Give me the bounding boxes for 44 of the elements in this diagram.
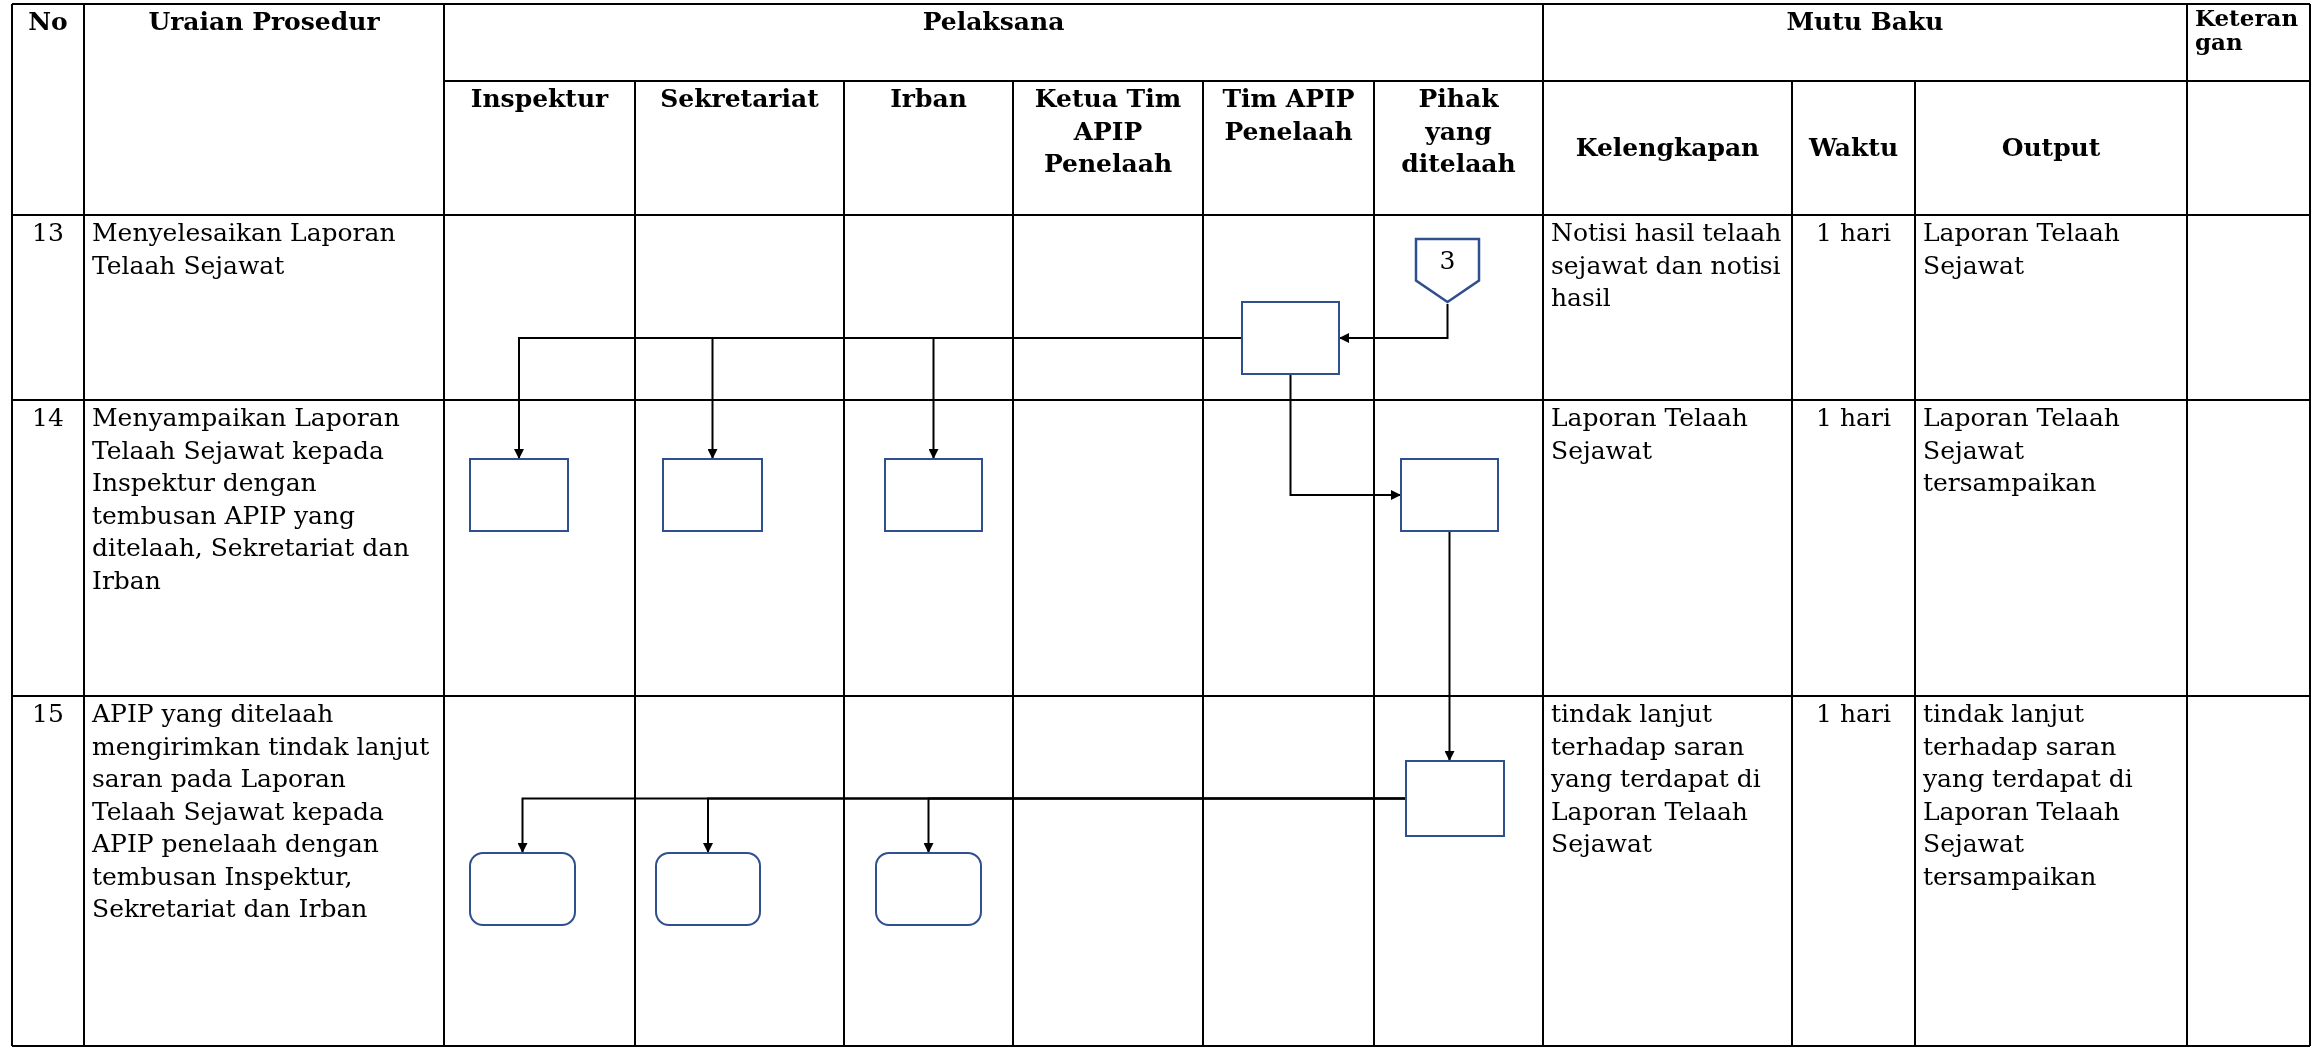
column-header: Irban <box>890 84 967 113</box>
column-header: Pihak yang ditelaah <box>1401 84 1516 178</box>
process-box <box>469 458 569 532</box>
cell-text: 1 hari <box>1816 403 1891 432</box>
column-header: Output <box>2001 131 2101 164</box>
cell-text: 1 hari <box>1816 218 1891 247</box>
row-number: 13 <box>32 218 64 247</box>
column-header: Keterangan <box>2195 6 2300 55</box>
column-header: No <box>28 7 68 36</box>
column-header: Waktu <box>1808 131 1899 164</box>
cell-text: tindak lanjut terhadap saran yang terdapat di Laporan Telaah Sejawat tersampaikan <box>1923 699 2133 891</box>
column-header: Pelaksana <box>922 7 1065 36</box>
column-header: Tim APIP Penelaah <box>1222 84 1355 146</box>
terminator-box <box>875 852 982 926</box>
cell-text: Laporan Telaah Sejawat tersampaikan <box>1923 403 2120 497</box>
row-number: 15 <box>32 699 64 728</box>
terminator-box <box>655 852 761 926</box>
arrow <box>1339 303 1449 343</box>
cell-text: 1 hari <box>1816 699 1891 728</box>
process-box <box>884 458 983 532</box>
column-header: Inspektur <box>470 84 609 113</box>
connector-number: 3 <box>1438 245 1457 277</box>
off-page-connector <box>1414 237 1481 304</box>
column-header: Uraian Prosedur <box>148 7 380 36</box>
procedure-text: Menyampaikan Laporan Telaah Sejawat kepada Inspektur dengan tembusan APIP yang ditelaah, Sekretariat dan Irban <box>92 403 410 595</box>
cell-text: Laporan Telaah Sejawat <box>1551 403 1748 465</box>
terminator-box <box>469 852 576 926</box>
arrow <box>1289 374 1401 500</box>
process-box <box>1400 458 1499 532</box>
column-header: Ketua Tim APIP Penelaah <box>1034 84 1182 178</box>
process-box <box>1405 760 1505 837</box>
cell-text: Notisi hasil telaah sejawat dan notisi hasil <box>1551 218 1782 312</box>
row-number: 14 <box>32 403 64 432</box>
process-box <box>1241 301 1340 375</box>
column-header: Mutu Baku <box>1786 7 1944 36</box>
arrow <box>1444 531 1455 761</box>
cell-text: Laporan Telaah Sejawat <box>1923 218 2120 280</box>
procedure-text: Menyelesaikan Laporan Telaah Sejawat <box>92 218 396 280</box>
process-box <box>662 458 763 532</box>
arrow <box>923 797 1406 853</box>
cell-text: tindak lanjut terhadap saran yang terdapat di Laporan Telaah Sejawat <box>1551 699 1761 858</box>
column-header: Kelengkapan <box>1575 131 1760 164</box>
procedure-text: APIP yang ditelaah mengirimkan tindak lanjut saran pada Laporan Telaah Sejawat kepada APIP penelaah dengan tembusan Inspektur, Sekretariat dan Irban <box>92 699 430 923</box>
column-header: Sekretariat <box>660 84 819 113</box>
